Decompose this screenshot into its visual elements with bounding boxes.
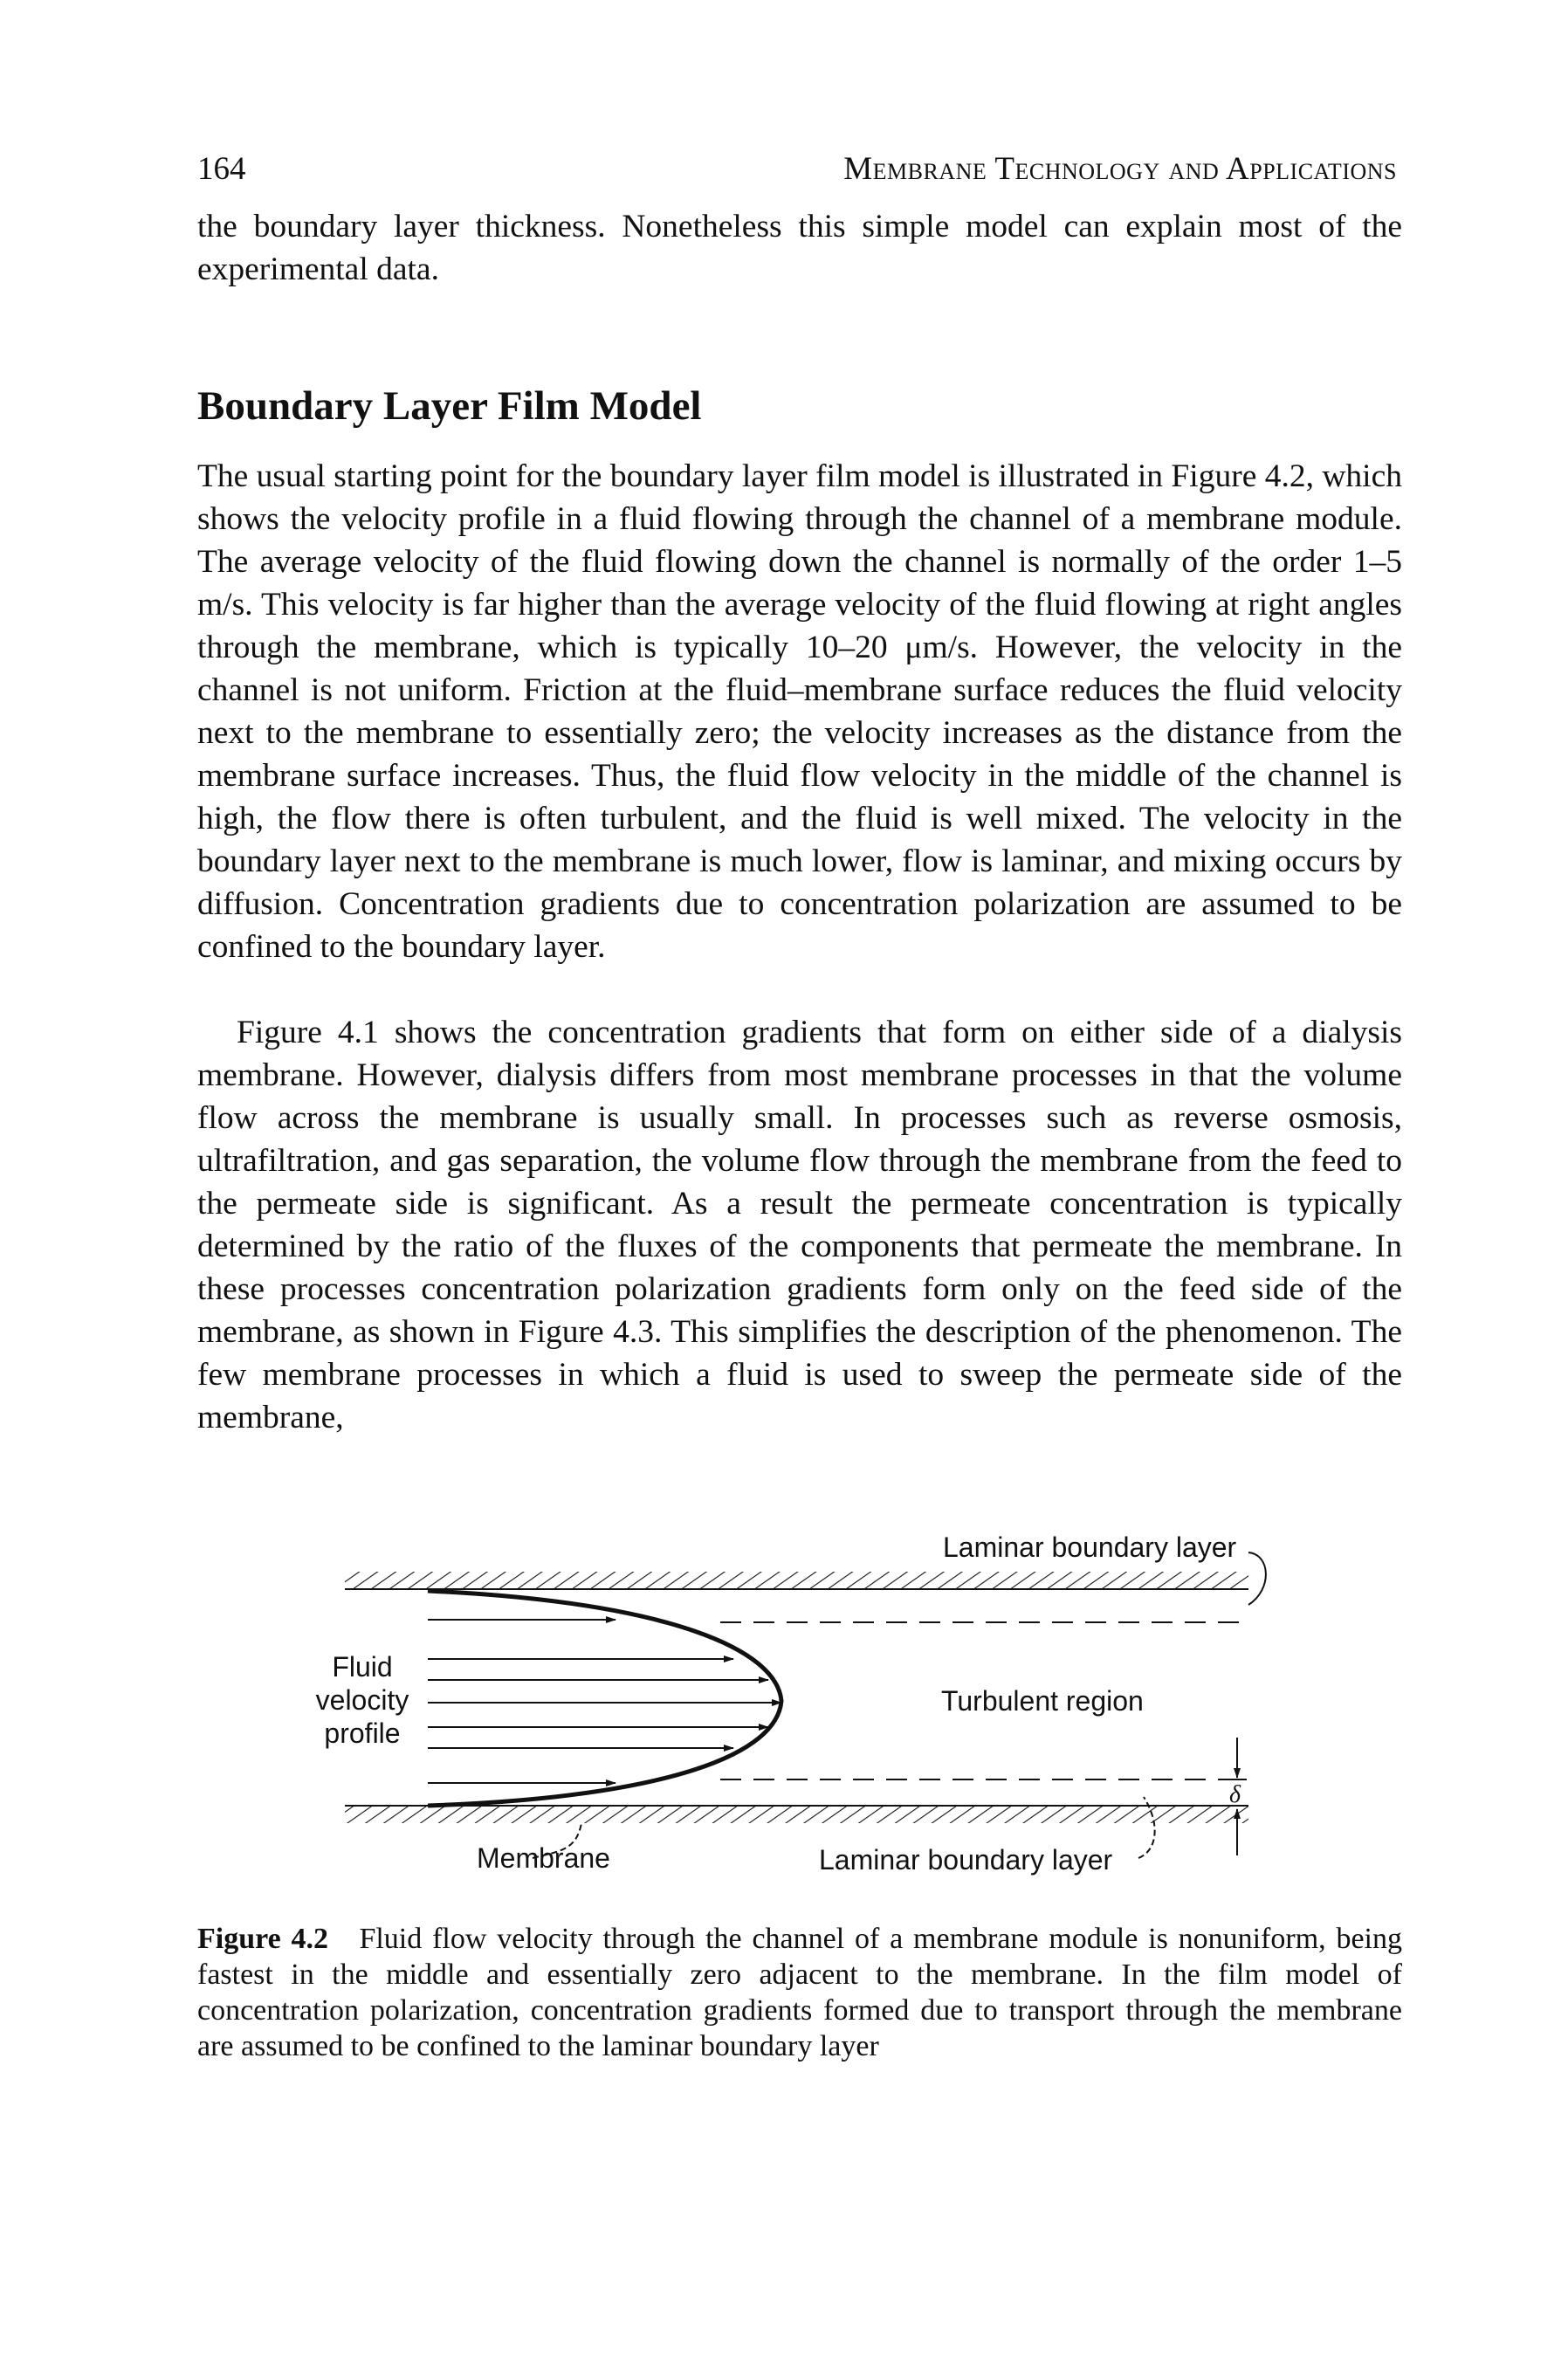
top-boundary-leader <box>1248 1552 1267 1606</box>
paragraph-boundary-layer: The usual starting point for the boundar… <box>197 458 1402 965</box>
membrane-leader <box>532 1822 582 1859</box>
page-number: 164 <box>197 151 246 187</box>
paragraph-dialysis: Figure 4.1 shows the concentration gradi… <box>197 1015 1402 1435</box>
velocity-profile-diagram <box>345 1552 1267 1859</box>
membrane-wall <box>345 1806 1248 1823</box>
top-channel-wall <box>345 1572 1248 1589</box>
section-heading: Boundary Layer Film Model <box>197 383 702 429</box>
figure-caption: Figure 4.2 Fluid flow velocity through t… <box>197 1921 1402 2064</box>
label-fluid-line: velocity <box>315 1684 409 1716</box>
label-top-laminar-boundary-layer: Laminar boundary layer <box>943 1532 1237 1563</box>
label-delta: δ <box>1229 1781 1241 1808</box>
figure-4-2: Laminar boundary layer Fluid velocity pr… <box>306 1519 1292 1903</box>
caption-text: Fluid flow velocity through the channel … <box>197 1923 1402 2062</box>
caption-label: Figure 4.2 <box>197 1923 329 1955</box>
book-title: Membrane Technology and Applications <box>843 151 1397 187</box>
running-head: 164 Membrane Technology and Applications <box>197 150 1397 189</box>
label-turbulent-region: Turbulent region <box>941 1685 1144 1717</box>
label-fluid-line: Fluid <box>332 1651 393 1683</box>
label-bottom-laminar-boundary-layer: Laminar boundary layer <box>819 1844 1113 1876</box>
label-fluid-line: profile <box>324 1717 401 1749</box>
label-fluid-velocity-profile: Fluid velocity profile <box>306 1650 419 1750</box>
label-membrane: Membrane <box>477 1842 610 1874</box>
bottom-boundary-leader <box>1138 1796 1156 1859</box>
paragraph-continuation: the boundary layer thickness. Nonetheles… <box>197 209 1402 287</box>
